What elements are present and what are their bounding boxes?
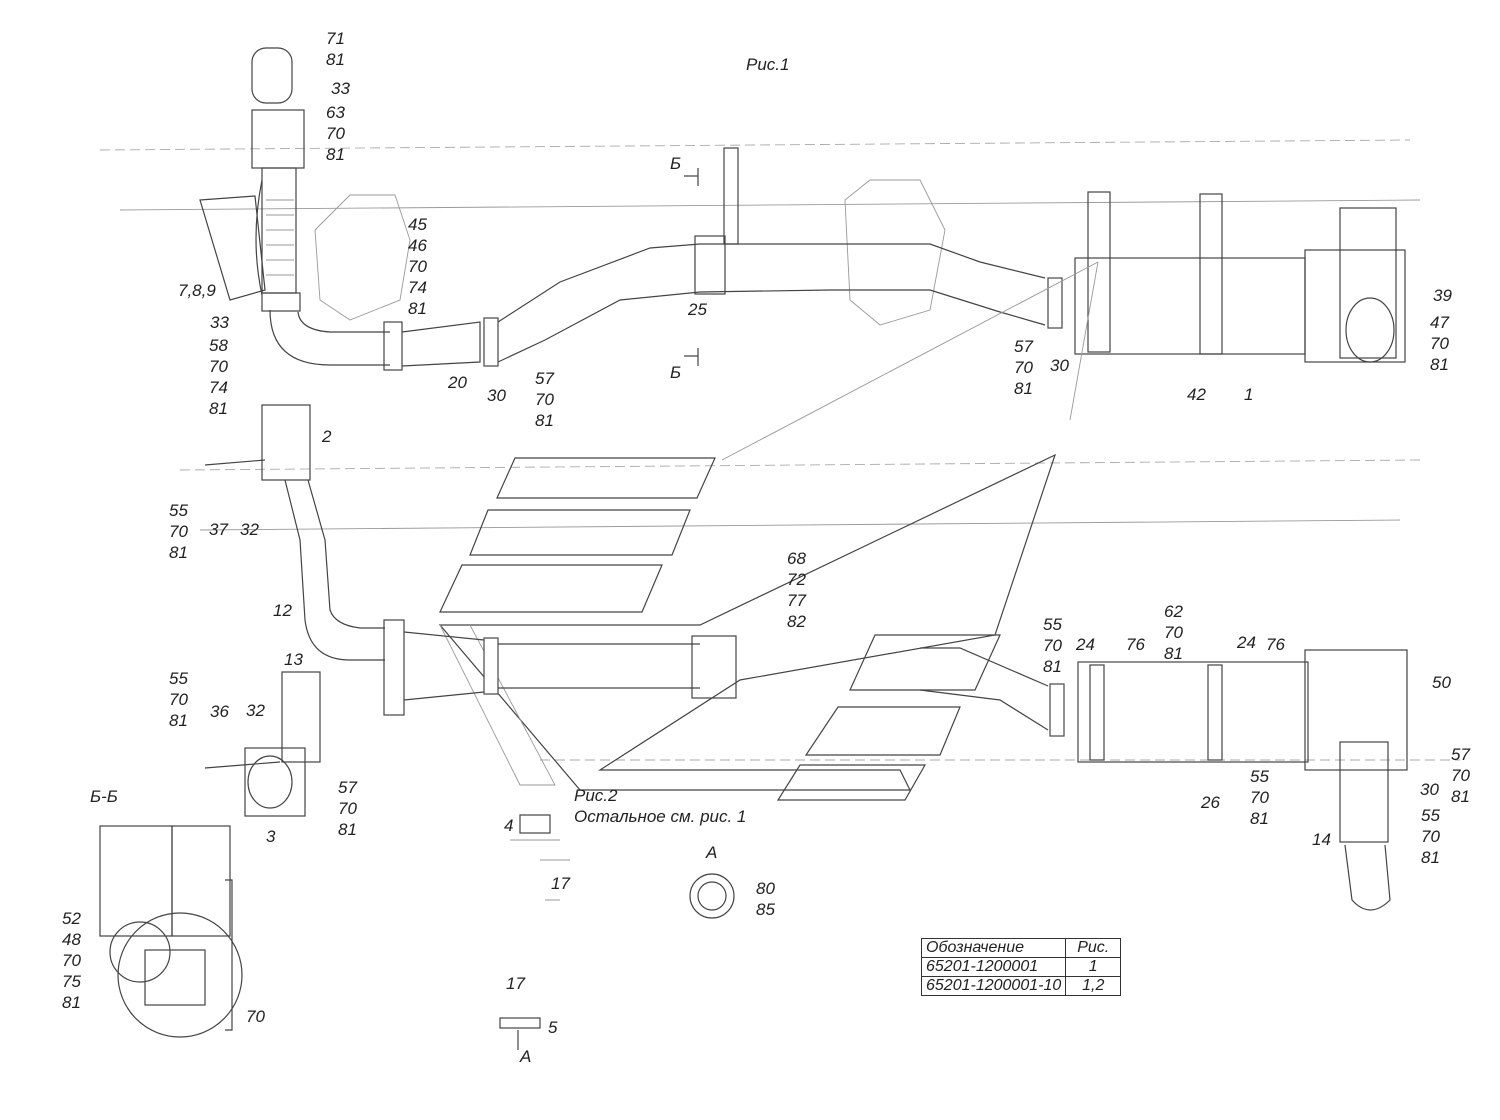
table-row: 65201-1200001 1 [920, 957, 1122, 977]
table-cell-figure: 1,2 [1065, 976, 1122, 996]
fig2-title: Рис.2 [574, 786, 618, 805]
fig2-main-pipe [403, 631, 1065, 737]
callout-5: 5 [548, 1018, 558, 1037]
fig2-inlet-pipe [204, 404, 405, 817]
callout-71-81: 71 81 [326, 29, 345, 69]
callout-57-70-81-b: 57 70 81 [1014, 337, 1033, 398]
fig1-title: Рис.1 [746, 55, 790, 74]
callout-26: 26 [1201, 793, 1220, 812]
fig1-inlet-stack [199, 47, 390, 366]
table-cell-designation: 65201-1200001-10 [920, 976, 1067, 996]
callout-17-b: 17 [506, 974, 525, 993]
callout-58-group: 58 70 74 81 [209, 336, 228, 418]
section-bb-label: Б-Б [90, 787, 118, 806]
view-a-label-bottom: А [520, 1047, 532, 1066]
callout-25: 25 [688, 300, 707, 319]
callout-55-70-81-d: 55 70 81 [1250, 767, 1269, 828]
callout-55-70-81-e: 55 70 81 [1421, 806, 1440, 867]
table-header-designation: Обозначение [920, 938, 1067, 958]
fig2-highlight-bands [438, 453, 1057, 801]
callout-24-a: 24 [1076, 635, 1095, 654]
callout-37: 37 [209, 520, 228, 539]
callout-39: 39 [1433, 286, 1452, 305]
callout-33-mid: 33 [210, 313, 229, 332]
callout-24-b: 24 [1237, 633, 1256, 652]
fig2-muffler [1077, 649, 1408, 911]
fig1-main-pipe [383, 147, 1063, 371]
callout-70: 70 [246, 1007, 265, 1026]
callout-63-70-81: 63 70 81 [326, 103, 345, 164]
table-header-row: Обозначение Рис. [920, 938, 1122, 958]
designation-table: Обозначение Рис. 65201-1200001 1 65201-1… [920, 938, 1122, 996]
section-mark-top: Б [670, 154, 682, 173]
callout-55-70-81-c: 55 70 81 [1043, 615, 1062, 676]
callout-32-a: 32 [240, 520, 259, 539]
fig2-small-details [499, 814, 735, 1050]
callout-68-group: 68 72 77 82 [787, 549, 806, 631]
callout-2: 2 [322, 427, 332, 446]
callout-14: 14 [1312, 830, 1331, 849]
view-a-label-top: А [706, 843, 718, 862]
callout-33-top: 33 [331, 79, 350, 98]
callout-57-70-81-c: 57 70 81 [338, 778, 357, 839]
fig1-muffler [1074, 191, 1406, 363]
callout-30-a: 30 [487, 386, 506, 405]
table-cell-figure: 1 [1065, 957, 1122, 977]
callout-47-70-81: 47 70 81 [1430, 313, 1449, 374]
callout-55-70-81-b: 55 70 81 [169, 669, 188, 730]
callout-30-b: 30 [1050, 356, 1069, 375]
callout-36: 36 [210, 702, 229, 721]
section-bb-view [99, 825, 243, 1038]
callout-62-70-81: 62 70 81 [1164, 602, 1183, 663]
callout-13: 13 [284, 650, 303, 669]
fig2-note: Остальное см. рис. 1 [574, 807, 747, 826]
callout-80-85: 80 85 [756, 879, 775, 919]
callout-7-8-9: 7,8,9 [178, 281, 216, 300]
callout-52-group: 52 48 70 75 81 [62, 909, 81, 1012]
callout-17-a: 17 [551, 874, 570, 893]
callout-55-70-81-a: 55 70 81 [169, 501, 188, 562]
callout-4: 4 [504, 816, 514, 835]
callout-32-b: 32 [246, 701, 265, 720]
callout-1: 1 [1244, 385, 1254, 404]
callout-76-b: 76 [1266, 635, 1285, 654]
callout-20: 20 [448, 373, 467, 392]
callout-57-70-81-a: 57 70 81 [535, 369, 554, 430]
callout-42: 42 [1187, 385, 1206, 404]
section-mark-bottom: Б [670, 363, 682, 382]
table-cell-designation: 65201-1200001 [920, 957, 1067, 977]
callout-3: 3 [266, 827, 276, 846]
callout-12: 12 [273, 601, 292, 620]
callout-57-70-81-d: 57 70 81 [1451, 745, 1470, 806]
callout-45-group: 45 46 70 74 81 [408, 215, 427, 318]
callout-50: 50 [1432, 673, 1451, 692]
table-header-figure: Рис. [1065, 938, 1122, 958]
callout-76-a: 76 [1126, 635, 1145, 654]
table-row: 65201-1200001-10 1,2 [920, 976, 1122, 996]
callout-30-c: 30 [1420, 780, 1439, 799]
